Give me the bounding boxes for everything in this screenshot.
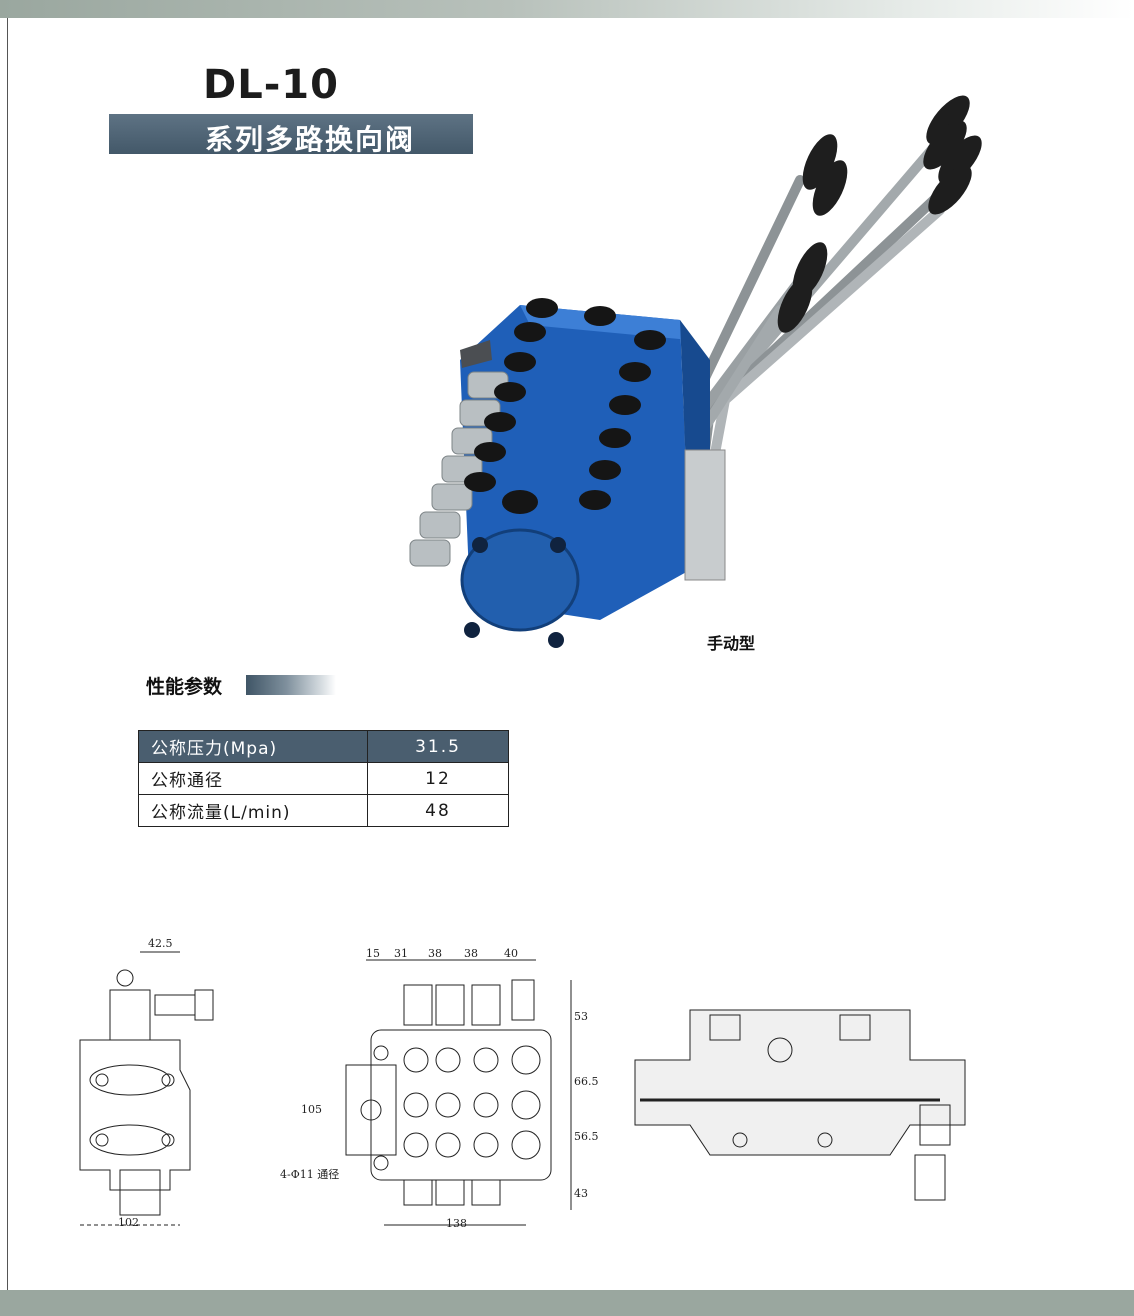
side-view-drawing: 42.5 102 [70, 930, 240, 1230]
table-row: 公称流量(L/min) 48 [138, 794, 509, 827]
spec-value: 12 [367, 762, 509, 795]
front-view-drawing: 15 31 38 38 40 53 66.5 56.5 43 105 4-Φ11… [276, 935, 599, 1245]
spec-name: 公称压力(Mpa) [138, 730, 368, 763]
top-decorative-bar [0, 0, 1134, 18]
dim-front-left: 105 [301, 1103, 322, 1116]
specs-heading-bar [246, 675, 336, 695]
dim-front-top-3: 38 [428, 947, 442, 960]
dim-front-right-4: 43 [574, 1187, 588, 1200]
spec-value: 31.5 [367, 730, 509, 763]
hole-note: 4-Φ11 通径 [280, 1168, 339, 1181]
left-margin-rule [7, 18, 8, 1290]
dim-front-top-2: 31 [394, 947, 408, 960]
bottom-decorative-bar [0, 1290, 1134, 1316]
product-photo [380, 95, 982, 670]
specs-heading: 性能参数 [146, 676, 223, 698]
spec-value: 48 [367, 794, 509, 827]
photo-caption: 手动型 [707, 634, 756, 653]
spec-name: 公称通径 [138, 762, 368, 795]
dim-front-bottom: 138 [446, 1217, 467, 1230]
subtitle-text: 系列多路换向阀 [205, 123, 416, 156]
dim-front-right-1: 53 [574, 1010, 588, 1023]
specs-table: 公称压力(Mpa) 31.5 公称通径 12 公称流量(L/min) 48 [138, 730, 509, 827]
dim-front-right-2: 66.5 [574, 1075, 599, 1088]
subtitle-banner: 系列多路换向阀 [109, 114, 473, 156]
dim-side-bottom: 102 [118, 1216, 139, 1229]
dim-front-right-3: 56.5 [574, 1130, 599, 1143]
dim-front-top-1: 15 [366, 947, 380, 960]
table-row: 公称通径 12 [138, 762, 509, 795]
section-view-drawing [620, 995, 970, 1210]
dim-front-top-5: 40 [504, 947, 518, 960]
table-row: 公称压力(Mpa) 31.5 [138, 730, 509, 763]
dim-front-top-4: 38 [464, 947, 478, 960]
dim-side-top: 42.5 [148, 937, 173, 950]
spec-name: 公称流量(L/min) [138, 794, 368, 827]
model-title: DL-10 [203, 62, 339, 108]
